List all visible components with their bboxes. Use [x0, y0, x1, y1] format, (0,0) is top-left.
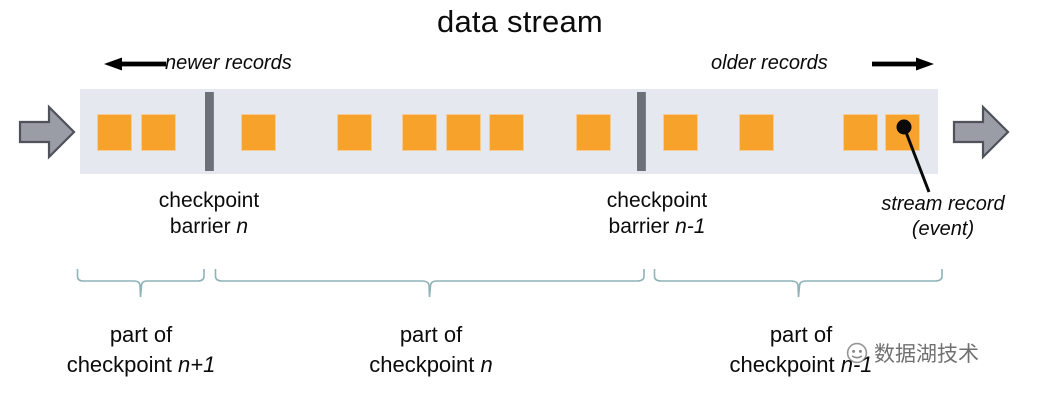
stream-record	[242, 115, 275, 150]
callout-dot-icon	[895, 118, 965, 198]
stream-record	[447, 115, 480, 150]
rounded-face-logo-icon	[846, 342, 868, 364]
part3-line2-prefix: checkpoint	[729, 352, 841, 377]
brace-checkpoint-n-plus-1	[76, 268, 206, 298]
part2-index: n	[480, 352, 493, 377]
older-records-label: older records	[711, 52, 828, 74]
barrier-n1-index: n-1	[675, 215, 706, 238]
checkpoint-barrier-n-minus-1	[637, 92, 646, 171]
stream-record-label: stream record (event)	[845, 192, 1040, 242]
part1-line2-prefix: checkpoint	[66, 352, 178, 377]
stream-record	[664, 115, 697, 150]
data-stream-band	[80, 89, 938, 174]
brace-checkpoint-n	[214, 268, 646, 298]
barrier-n-line2-prefix: barrier	[169, 215, 237, 238]
stream-outlet-arrow-icon	[952, 103, 1010, 161]
watermark: 数据湖技术	[846, 338, 979, 368]
stream-record	[403, 115, 436, 150]
barrier-n-index: n	[236, 215, 249, 238]
stream-record-line1: stream record	[881, 193, 1005, 215]
stream-inlet-arrow-icon	[18, 103, 76, 161]
watermark-text: 数据湖技术	[874, 342, 979, 366]
newer-records-label: newer records	[165, 52, 292, 74]
stream-record	[844, 115, 877, 150]
part1-line1: part of	[109, 322, 173, 347]
stream-record	[577, 115, 610, 150]
arrow-right-icon	[872, 57, 934, 71]
part3-line1: part of	[769, 322, 833, 347]
part3-index: n-1	[840, 352, 873, 377]
checkpoint-barrier-n-label: checkpoint barrier n	[105, 188, 313, 240]
stream-record-line2: (event)	[911, 218, 975, 240]
part1-index: n+1	[177, 352, 216, 377]
part-of-checkpoint-n-label: part of checkpoint n	[290, 320, 572, 380]
part2-line2-prefix: checkpoint	[369, 352, 481, 377]
checkpoint-barrier-n-minus-1-label: checkpoint barrier n-1	[553, 188, 761, 240]
stream-record	[142, 115, 175, 150]
part-of-checkpoint-n-minus-1-label: part of checkpoint n-1	[660, 320, 942, 380]
checkpoint-barrier-n	[205, 92, 214, 171]
barrier-n-line1: checkpoint	[158, 189, 260, 212]
stream-record	[338, 115, 371, 150]
diagram-title: data stream	[437, 4, 603, 39]
brace-checkpoint-n-minus-1	[653, 268, 944, 298]
part-of-checkpoint-n-plus-1-label: part of checkpoint n+1	[0, 320, 282, 380]
stream-record	[490, 115, 523, 150]
barrier-n1-line2-prefix: barrier	[608, 215, 676, 238]
part2-line1: part of	[399, 322, 463, 347]
arrow-left-icon	[104, 57, 166, 71]
stream-record	[98, 115, 131, 150]
barrier-n1-line1: checkpoint	[606, 189, 708, 212]
stream-record	[740, 115, 773, 150]
